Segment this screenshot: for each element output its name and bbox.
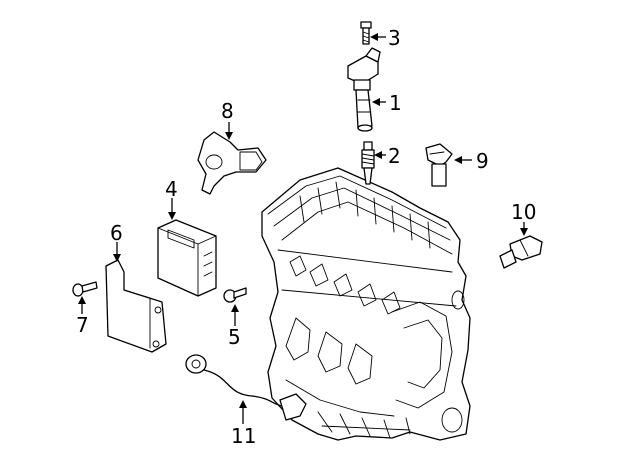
callout-10: 10 — [511, 200, 536, 224]
temperature-sender — [499, 235, 543, 269]
callout-leaders — [78, 33, 528, 424]
knock-sensor — [185, 354, 307, 421]
callout-11: 11 — [231, 424, 256, 448]
spark-plug — [361, 141, 375, 185]
callout-1: 1 — [389, 91, 402, 115]
callout-4: 4 — [165, 177, 178, 201]
callout-9: 9 — [476, 149, 489, 173]
engine-control-module — [157, 219, 217, 297]
callout-6: 6 — [110, 221, 123, 245]
callout-2: 2 — [388, 144, 401, 168]
camshaft-position-sensor — [197, 131, 267, 195]
ignition-coil-bolt — [360, 21, 372, 45]
ecu-bracket — [105, 259, 167, 353]
callout-5: 5 — [228, 325, 241, 349]
callout-7: 7 — [76, 313, 89, 337]
callout-8: 8 — [221, 99, 234, 123]
camshaft-sensor-right — [425, 143, 453, 187]
callout-3: 3 — [388, 26, 401, 50]
ecu-bolt — [223, 287, 247, 303]
bracket-bolt — [72, 281, 98, 297]
ignition-coil — [347, 47, 381, 132]
engine-block — [261, 167, 471, 441]
